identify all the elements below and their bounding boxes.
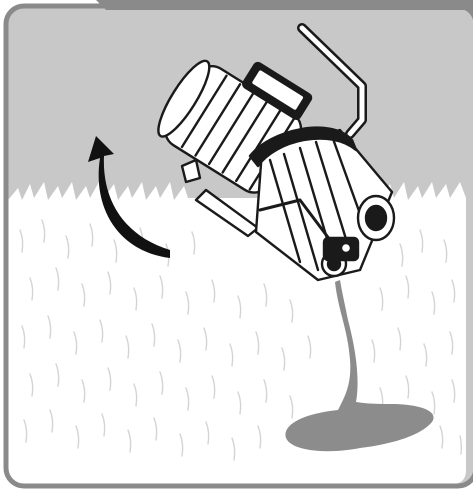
illustration-panel — [0, 0, 473, 492]
illustration-canvas — [0, 0, 473, 492]
